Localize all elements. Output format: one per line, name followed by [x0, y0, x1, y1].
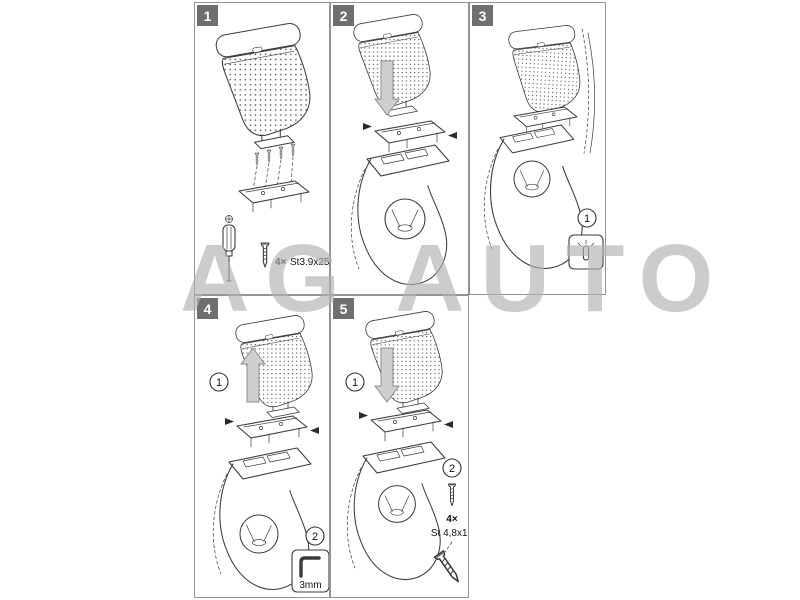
panel-number-badge: 2 [333, 5, 354, 26]
svg-text:2: 2 [449, 463, 455, 475]
cup-holder [513, 160, 551, 198]
screw-icon [447, 483, 457, 507]
console-tray [366, 144, 450, 177]
console-dashed-outline [346, 467, 362, 569]
dashboard-line [587, 32, 596, 154]
panel-4-illustration: 1 2 3mm [209, 313, 329, 593]
mounting-bracket [370, 409, 442, 442]
step-circle-2: 2 [442, 458, 462, 478]
step-panel-5: 5 1 2 4× St 4,8x16 [330, 295, 469, 598]
alignment-marker [310, 427, 319, 434]
step-panel-2: 2 [330, 2, 469, 295]
falling-screws [252, 143, 296, 192]
mounting-bracket [238, 180, 310, 213]
screw-icon [260, 242, 270, 268]
panel-number-badge: 3 [472, 5, 493, 26]
step-circle-1: 1 [209, 372, 229, 392]
alignment-marker [448, 132, 457, 139]
alignment-marker [363, 123, 372, 130]
step-panel-3: 3 1 [469, 2, 606, 295]
armrest-illustration [234, 313, 313, 418]
svg-text:1: 1 [216, 377, 222, 389]
step-panel-1: 1 4× St3.9x25 [194, 2, 330, 295]
dashboard-dashed-line [581, 28, 590, 154]
alignment-marker [444, 421, 453, 428]
panel-3-illustration: 1 [483, 20, 604, 270]
leader-line [444, 541, 453, 553]
step-circle-1: 1 [345, 372, 365, 392]
qty-label: 4× [446, 514, 458, 525]
panel-5-illustration: 1 2 4× St 4,8x16 [345, 309, 468, 586]
console-tray [499, 124, 575, 154]
step-circle-2: 2 [305, 526, 325, 546]
cup-holder [239, 514, 279, 554]
spec-label: St3.9x25 [290, 257, 329, 268]
step-panel-4: 4 1 2 3mm [194, 295, 330, 598]
panel-1-illustration: 4× St3.9x25 [214, 21, 329, 282]
icon-box [568, 234, 604, 270]
allen-size-label: 3mm [299, 580, 321, 591]
armrest-illustration [214, 21, 311, 150]
step-circle-1: 1 [577, 208, 597, 228]
armrest-illustration [502, 20, 584, 125]
panel-number-badge: 4 [197, 298, 218, 319]
cup-holder [378, 485, 416, 523]
spec-label: St 4,8x16 [431, 528, 468, 539]
svg-text:1: 1 [584, 213, 590, 225]
panel-number-badge: 5 [333, 298, 354, 319]
cup-holder [384, 198, 426, 240]
alignment-marker [359, 412, 368, 419]
panel-2-illustration [350, 12, 457, 285]
armrest-illustration [364, 309, 443, 414]
console-tray [228, 447, 312, 480]
panel-number-badge: 1 [197, 5, 218, 26]
svg-text:1: 1 [352, 377, 358, 389]
icon-box: 3mm [291, 549, 329, 593]
console-outline [489, 138, 583, 269]
console-tray [362, 441, 446, 474]
alignment-marker [225, 418, 234, 425]
mounting-bracket [236, 415, 308, 448]
qty-label: 4× [275, 257, 287, 268]
svg-text:2: 2 [312, 531, 318, 543]
screwdriver-icon [222, 214, 236, 282]
tapping-screw-icon [433, 550, 464, 586]
